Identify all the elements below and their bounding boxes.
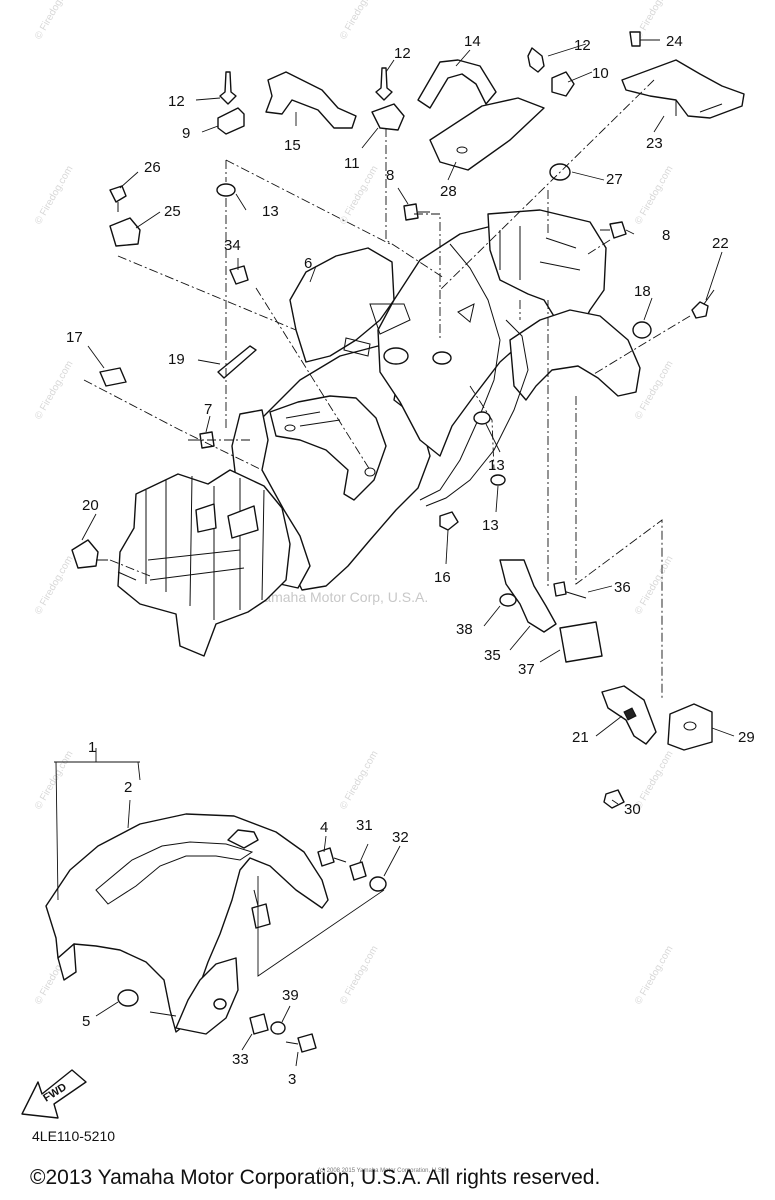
callout-15: 15	[284, 137, 301, 154]
center-watermark: Yamaha Motor Corp, U.S.A.	[255, 589, 428, 605]
callout-2: 2	[124, 779, 132, 796]
callout-19: 19	[168, 351, 185, 368]
callout-33: 33	[232, 1051, 249, 1068]
callout-25: 25	[164, 203, 181, 220]
callout-17: 17	[66, 329, 83, 346]
diagram-code: 4LE110-5210	[32, 1128, 116, 1144]
fwd-arrow: FWD	[21, 1069, 87, 1119]
watermark: © Firedog.com	[338, 0, 380, 42]
callout-11: 11	[344, 155, 360, 172]
callout-28: 28	[440, 183, 457, 200]
callout-21: 21	[572, 729, 589, 746]
callout-27: 27	[606, 171, 623, 188]
callout-12-left: 12	[168, 93, 185, 110]
callout-13-lower: 13	[482, 517, 499, 534]
callout-12-right: 12	[574, 37, 591, 54]
callout-32: 32	[392, 829, 409, 846]
callout-26: 26	[144, 159, 161, 176]
callout-8-right: 8	[662, 227, 670, 244]
callout-29: 29	[738, 729, 755, 746]
callout-16: 16	[434, 569, 451, 586]
watermark: © Firedog.com	[33, 554, 75, 616]
front-fender	[45, 813, 329, 1035]
callout-31: 31	[356, 817, 373, 834]
dashed-lines	[83, 79, 691, 700]
watermark: © Firedog.com	[338, 749, 380, 811]
watermark: © Firedog.com	[33, 749, 75, 811]
callout-13-top: 13	[262, 203, 279, 220]
rear-fender-assembly	[231, 209, 641, 591]
callout-6: 6	[304, 255, 312, 272]
watermark: © Firedog.com	[33, 0, 75, 42]
callout-35: 35	[484, 647, 501, 664]
callout-20: 20	[82, 497, 99, 514]
callout-13-middle: 13	[488, 457, 505, 474]
callout-18: 18	[634, 283, 651, 300]
callout-37: 37	[518, 661, 535, 678]
callout-12-middle: 12	[394, 45, 411, 62]
callout-5: 5	[82, 1013, 90, 1030]
watermark: © Firedog.com	[33, 164, 75, 226]
callout-34: 34	[224, 237, 241, 254]
callout-38: 38	[456, 621, 473, 638]
battery-box	[117, 469, 291, 657]
small-print: (c) 2008 2015 Yamaha Motor Corporation, …	[318, 1168, 450, 1174]
callout-23: 23	[646, 135, 663, 152]
small-parts-top	[109, 31, 745, 247]
small-parts-front	[117, 847, 387, 1053]
callout-9: 9	[182, 125, 190, 142]
watermark: © Firedog.com	[338, 944, 380, 1006]
watermark: © Firedog.com	[633, 164, 675, 226]
small-parts-middle	[71, 265, 715, 809]
leader-lines	[54, 43, 735, 1067]
callout-10: 10	[592, 65, 609, 82]
callout-7: 7	[204, 401, 212, 418]
callout-14: 14	[464, 33, 481, 50]
callout-3: 3	[288, 1071, 296, 1088]
callout-22: 22	[712, 235, 729, 252]
watermark: © Firedog.com	[633, 944, 675, 1006]
callout-1: 1	[88, 739, 96, 756]
callouts: 1 2 3 4 5 6 7 8 8 9 10 11 12 12 12 13 13…	[66, 33, 755, 1088]
callout-4: 4	[320, 819, 328, 836]
callout-8-upper: 8	[386, 167, 394, 184]
callout-36: 36	[614, 579, 631, 596]
watermark: © Firedog.com	[633, 554, 675, 616]
watermark: © Firedog.com	[338, 164, 380, 226]
watermark: © Firedog.com	[33, 359, 75, 421]
copyright-notice: ©2013 Yamaha Motor Corporation, U.S.A. A…	[30, 1166, 601, 1189]
callout-39: 39	[282, 987, 299, 1004]
callout-30: 30	[624, 801, 641, 818]
callout-24: 24	[666, 33, 683, 50]
